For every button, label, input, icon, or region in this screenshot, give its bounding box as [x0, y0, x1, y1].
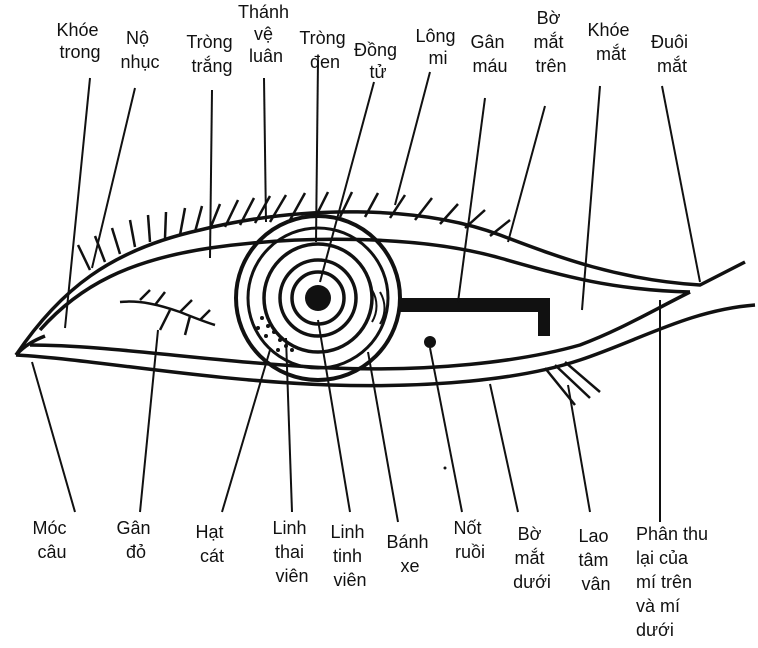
stray-dot — [444, 467, 447, 470]
upper-eyelid-inner — [40, 239, 690, 330]
label-no-nhuc: Nộ nhục — [120, 28, 159, 72]
label-lao-tam-van: Lao tâm vân — [578, 526, 613, 594]
label-gan-do: Gân đỏ — [116, 518, 155, 562]
label-bo-mat-duoi: Bờ mắt dưới — [513, 524, 551, 592]
mole — [424, 336, 436, 348]
upper-eyelid-outer — [16, 212, 745, 355]
label-moc-cau: Móc câu — [32, 518, 71, 562]
label-dong-tu: Đồng tử — [354, 40, 402, 82]
label-banh-xe: Bánh xe — [386, 532, 433, 576]
label-trong-trang: Tròng trắng — [186, 32, 237, 76]
label-trong-den: Tròng đen — [299, 28, 350, 72]
label-linh-tinh-vien: Linh tinh viên — [330, 522, 369, 590]
blood-vessel-bar — [398, 298, 550, 336]
iris-texture — [372, 290, 385, 324]
label-not-ruoi: Nốt ruồi — [453, 518, 486, 562]
label-long-mi: Lông mi — [415, 26, 460, 68]
label-khoe-mat: Khóe mắt — [587, 20, 634, 64]
label-linh-thai-vien: Linh thai viên — [272, 518, 311, 586]
label-bo-mat-tren: Bờ mắt trên — [533, 8, 568, 76]
label-duoi-mat: Đuôi mắt — [651, 32, 693, 76]
red-veins — [120, 290, 215, 335]
pupil — [305, 285, 331, 311]
label-gan-mau: Gân máu — [470, 32, 509, 76]
label-thanh-ve-luan: Thánh vệ luân — [238, 2, 294, 66]
label-phan-thu: Phân thu lại của mí trên và mí dưới — [636, 524, 713, 640]
label-khoe-trong: Khóe trong — [56, 20, 103, 62]
eye-outline — [16, 212, 755, 386]
leader-lines — [32, 60, 700, 522]
label-hat-cat: Hạt cát — [195, 522, 228, 566]
